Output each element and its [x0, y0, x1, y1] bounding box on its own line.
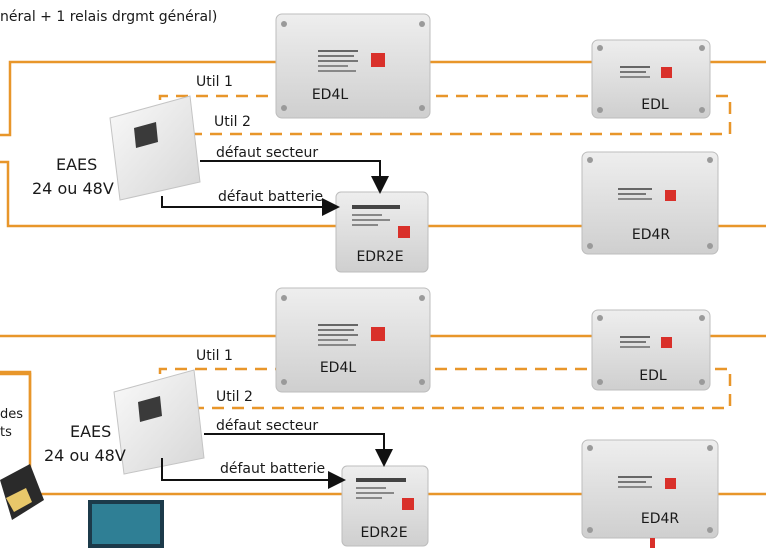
cropped-screen-device — [88, 500, 164, 548]
edr2e-label-bottom: EDR2E — [360, 525, 408, 541]
ed4l-label-bottom: ED4L — [319, 360, 357, 376]
ed4r-label-top: ED4R — [631, 227, 671, 243]
signal-battery-label-bottom: défaut batterie — [220, 461, 326, 477]
ed4l-label-top: ED4L — [311, 87, 349, 103]
module-edl-bottom — [591, 309, 711, 391]
eaes-voltage-bottom: 24 ou 48V — [44, 446, 126, 465]
signal-battery-label-top: défaut batterie — [218, 189, 324, 205]
module-ed4l-top — [275, 13, 431, 119]
eaes-name-bottom: EAES — [70, 422, 112, 441]
util2-label-bottom: Util 2 — [216, 389, 253, 405]
cropped-device-left — [0, 464, 44, 520]
signal-mains-label-bottom: défaut secteur — [216, 418, 319, 434]
eaes-name-top: EAES — [56, 155, 98, 174]
red-cable — [650, 538, 655, 548]
edl-label-top: EDL — [641, 97, 669, 113]
edl-label-bottom: EDL — [639, 368, 667, 384]
side-text-line2: ts — [0, 425, 12, 440]
edr2e-label-top: EDR2E — [356, 249, 404, 265]
module-ed4r-bottom — [581, 439, 719, 539]
panel-bottom — [0, 287, 766, 548]
eaes-voltage-top: 24 ou 48V — [32, 179, 114, 198]
side-text-line1: des — [0, 407, 24, 422]
signal-mains-label-top: défaut secteur — [216, 145, 319, 161]
util1-label-top: Util 1 — [196, 74, 233, 90]
header-text: néral + 1 relais drgmt général) — [0, 9, 218, 25]
util2-label-top: Util 2 — [214, 114, 251, 130]
module-edl-top — [591, 39, 711, 119]
eaes-unit-top — [109, 95, 201, 201]
util1-label-bottom: Util 1 — [196, 348, 233, 364]
signal-battery-top — [161, 196, 340, 216]
module-ed4r-top — [581, 151, 719, 255]
signal-battery-bottom — [161, 458, 346, 489]
eaes-unit-bottom — [113, 369, 205, 475]
panel-top — [0, 13, 766, 273]
ed4r-label-bottom: ED4R — [640, 511, 680, 527]
module-ed4l-bottom — [275, 287, 431, 393]
left-partial-frame — [0, 372, 32, 440]
signal-mains-top — [200, 160, 389, 194]
signal-mains-bottom — [204, 433, 393, 467]
